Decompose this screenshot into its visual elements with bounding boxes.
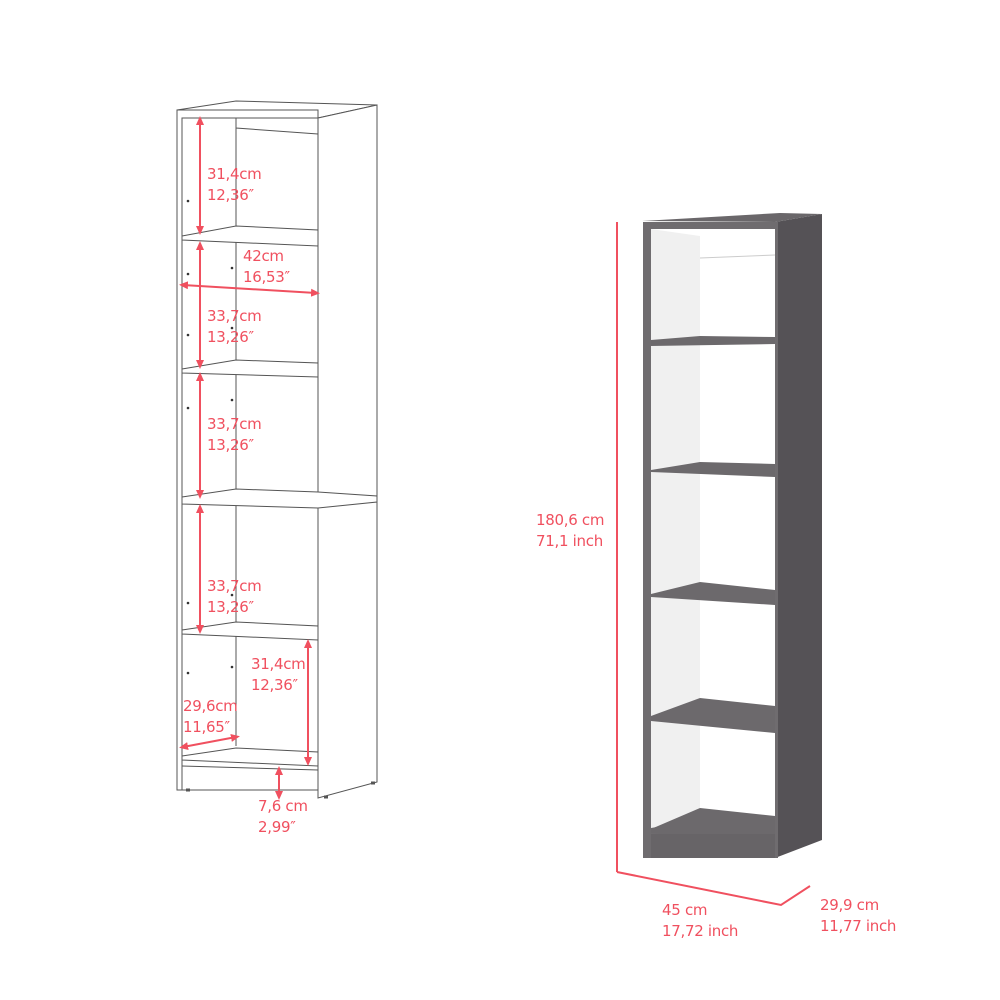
label-shelf-2-height: 33,7cm 13,26″	[207, 306, 262, 348]
rendered-bookcase	[642, 213, 822, 858]
right-dimension-lines	[616, 222, 811, 907]
label-shelf-4-height: 33,7cm 13,26″	[207, 576, 262, 618]
label-shelf-3-height: 33,7cm 13,26″	[207, 414, 262, 456]
imperial-value: 13,26″	[207, 436, 254, 454]
metric-value: 29,9 cm	[820, 896, 879, 914]
imperial-value: 17,72 inch	[662, 922, 739, 940]
left-dimension-arrows	[179, 116, 320, 800]
label-total-depth: 29,9 cm 11,77 inch	[820, 895, 896, 937]
imperial-value: 2,99″	[258, 818, 296, 836]
label-inner-width: 42cm 16,53″	[243, 246, 290, 288]
imperial-value: 12,36″	[251, 676, 298, 694]
metric-value: 31,4cm	[207, 165, 262, 183]
label-total-height: 180,6 cm 71,1 inch	[536, 510, 604, 552]
metric-value: 33,7cm	[207, 307, 262, 325]
label-shelf-depth: 29,6cm 11,65″	[183, 696, 238, 738]
imperial-value: 12,36″	[207, 186, 254, 204]
imperial-value: 13,26″	[207, 328, 254, 346]
metric-value: 33,7cm	[207, 415, 262, 433]
metric-value: 42cm	[243, 247, 284, 265]
label-bottom-shelf-height: 31,4cm 12,36″	[251, 654, 306, 696]
imperial-value: 13,26″	[207, 598, 254, 616]
imperial-value: 71,1 inch	[536, 532, 603, 550]
metric-value: 180,6 cm	[536, 511, 605, 529]
metric-value: 31,4cm	[251, 655, 306, 673]
label-top-shelf-height: 31,4cm 12,36″	[207, 164, 262, 206]
shelf-pin-holes	[186, 199, 234, 675]
imperial-value: 11,65″	[183, 718, 230, 736]
imperial-value: 11,77 inch	[820, 917, 897, 935]
metric-value: 7,6 cm	[258, 797, 308, 815]
label-base-height: 7,6 cm 2,99″	[258, 796, 308, 838]
metric-value: 29,6cm	[183, 697, 238, 715]
imperial-value: 16,53″	[243, 268, 290, 286]
metric-value: 33,7cm	[207, 577, 262, 595]
metric-value: 45 cm	[662, 901, 708, 919]
label-total-width: 45 cm 17,72 inch	[662, 900, 738, 942]
